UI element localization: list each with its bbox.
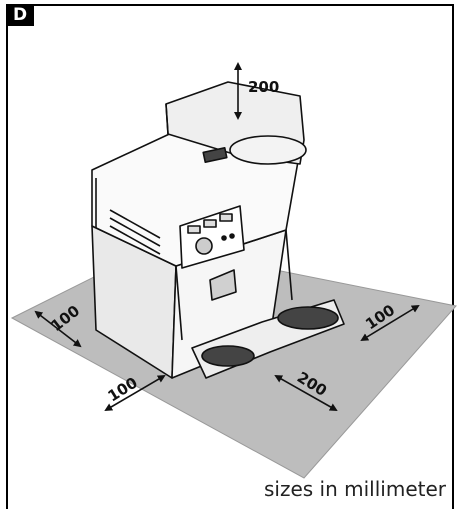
coffee-machine bbox=[91, 81, 345, 379]
selector-knob-icon bbox=[195, 237, 213, 255]
front-left-clearance-arrow bbox=[104, 374, 166, 412]
figure-frame bbox=[6, 4, 454, 509]
dispenser-spout bbox=[209, 269, 237, 301]
dimension-arrows bbox=[34, 62, 420, 412]
left-clearance-arrow bbox=[34, 310, 82, 348]
units-caption: sizes in millimeter bbox=[263, 477, 446, 501]
figure-label: D bbox=[6, 4, 34, 26]
top-clearance-label: 200 bbox=[248, 78, 279, 96]
right-clearance-arrow bbox=[360, 304, 420, 342]
front-right-clearance-arrow bbox=[274, 375, 338, 411]
